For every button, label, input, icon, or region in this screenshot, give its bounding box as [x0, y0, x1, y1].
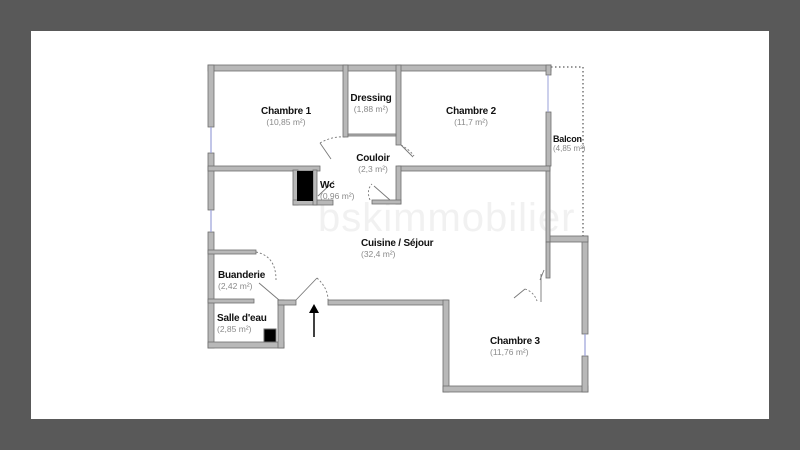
room-name: Cuisine / Séjour: [361, 238, 434, 249]
room-dressing: Dressing (1,88 m²): [350, 93, 391, 114]
room-chambre-1: Chambre 1 (10,85 m²): [261, 106, 311, 127]
room-balcon: Balcon (4,85 m²): [553, 134, 585, 154]
room-name: Buanderie: [218, 270, 266, 281]
room-chambre-2: Chambre 2 (11,7 m²): [446, 106, 496, 127]
room-wc: Wc (0,96 m²): [320, 180, 354, 201]
room-cuisine-sejour: Cuisine / Séjour (32,4 m²): [361, 238, 434, 259]
entrance-arrow-icon: [309, 304, 319, 337]
room-area: (1,88 m²): [353, 103, 389, 114]
room-area: (11,7 m²): [454, 116, 488, 127]
room-area: (2,42 m²): [218, 280, 253, 291]
room-name: Couloir: [356, 153, 390, 164]
room-area: (10,85 m²): [266, 116, 306, 127]
room-name: Dressing: [350, 93, 392, 104]
room-area: (2,3 m²): [358, 163, 388, 174]
room-area: (4,85 m²): [553, 144, 586, 154]
watermark-text: bskimmobilier: [318, 196, 576, 240]
room-name: Chambre 2: [446, 106, 496, 117]
room-name: Balcon: [553, 134, 582, 144]
room-couloir: Couloir (2,3 m²): [356, 153, 390, 174]
room-salle-d-eau: Salle d'eau (2,85 m²): [217, 313, 267, 334]
room-area: (32,4 m²): [361, 248, 396, 259]
room-name: Chambre 3: [490, 336, 540, 347]
room-name: Salle d'eau: [217, 313, 267, 324]
room-name: Wc: [320, 180, 335, 191]
room-chambre-3: Chambre 3 (11,76 m²): [490, 336, 540, 357]
room-name: Chambre 1: [261, 106, 311, 117]
room-area: (2,85 m²): [217, 323, 252, 334]
room-area: (11,76 m²): [490, 346, 529, 357]
room-area: (0,96 m²): [320, 190, 355, 201]
room-buanderie: Buanderie (2,42 m²): [218, 270, 265, 291]
